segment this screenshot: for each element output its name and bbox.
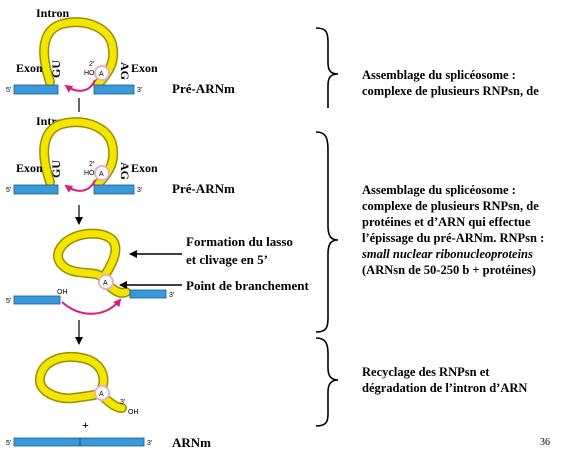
branch-point-label: Point de branchement	[186, 278, 309, 293]
three-prime: 3'	[169, 292, 174, 299]
description-bottom: Recyclage des RNPsn et dégradation de l’…	[362, 364, 527, 396]
description-middle: Assemblage du splicéosome : complexe de …	[362, 182, 544, 278]
three-prime: 3'	[147, 440, 152, 447]
description-top: Assemblage du splicéosome : complexe de …	[362, 67, 539, 99]
three-prime-label: 3'	[120, 399, 125, 406]
description-middle-line4: l’épissage du pré-ARNm. RNPsn :	[362, 231, 545, 245]
branch-point-a	[94, 385, 110, 401]
oh-label: OH	[128, 409, 139, 416]
exon-right-label: Exon	[131, 161, 158, 175]
nucleophilic-attack-arrow	[64, 79, 96, 93]
pre-mrna-label: Pré-ARNm	[172, 181, 235, 196]
description-top-line1: Assemblage du splicéosome :	[362, 68, 516, 82]
stage-3-lasso: A OH 5' 3' Formation du lasso et clivage…	[6, 228, 309, 345]
stage-1-pre-mrna: Intron Exon Exon GU AG A 2' HO 5' 3' Pré…	[6, 6, 235, 112]
branch-point-a	[94, 165, 110, 181]
mrna-label: ARNm	[172, 435, 211, 450]
ag-label: AG	[118, 62, 132, 80]
stage-4-products: A 3' OH + 5' 3' ARNm	[6, 352, 211, 450]
description-bottom-line2: dégradation de l’intron d’ARN	[362, 381, 528, 395]
nucleophilic-attack-arrow	[64, 179, 96, 193]
mature-mrna-exon-right	[79, 437, 145, 447]
description-top-line2: complexe de plusieurs RNPsn, de	[362, 84, 539, 98]
description-middle-line1: Assemblage du splicéosome :	[362, 183, 516, 197]
excised-lariat	[36, 353, 107, 402]
three-prime: 3'	[137, 187, 142, 194]
five-prime: 5'	[6, 87, 11, 94]
five-prime: 5'	[6, 298, 11, 305]
branch-a-label: A	[99, 171, 104, 178]
gu-label: GU	[49, 60, 63, 78]
lasso-label-line2: et clivage en 5’	[186, 252, 268, 267]
brace-top	[315, 27, 339, 108]
three-prime: 3'	[137, 87, 142, 94]
lasso-label-line1: Formation du lasso	[186, 234, 293, 249]
gu-label: GU	[49, 160, 63, 178]
description-middle-line2: complexe de plusieurs RNPsn, de	[362, 199, 539, 213]
ag-label: AG	[118, 162, 132, 180]
description-middle-line5: small nuclear ribonucleoproteins	[362, 247, 533, 261]
ho-label: HO	[84, 70, 95, 77]
brace-middle	[315, 131, 339, 333]
five-prime: 5'	[6, 440, 11, 447]
branch-point-a	[94, 65, 110, 81]
stage-2-pre-mrna: Intron Exon Exon GU AG A 2' HO 5' 3' Pré…	[6, 114, 235, 225]
description-middle-line6: (ARNsn de 50-250 b + protéines)	[362, 263, 536, 277]
exon-left	[13, 84, 59, 95]
exon-left-label: Exon	[16, 61, 43, 75]
page-number: 36	[540, 437, 550, 448]
branch-a-label: A	[99, 391, 104, 398]
exon-left-label: Exon	[16, 161, 43, 175]
mature-mrna-exon-left	[13, 437, 81, 447]
exon-left	[13, 295, 61, 305]
plus-sign: +	[82, 418, 89, 432]
branch-a-label: A	[103, 280, 108, 287]
prime2-label: 2'	[89, 161, 94, 168]
branch-point-a	[98, 274, 114, 290]
brace-bottom	[315, 337, 339, 427]
exon-right	[93, 184, 135, 195]
lasso-loop	[54, 230, 119, 284]
exon-right	[93, 84, 135, 95]
five-prime: 5'	[6, 187, 11, 194]
prime2-label: 2'	[89, 61, 94, 68]
description-middle-line3: protéines et d’ARN qui effectue	[362, 215, 531, 229]
pre-mrna-label: Pré-ARNm	[172, 81, 235, 96]
branch-a-label: A	[99, 71, 104, 78]
oh-label: OH	[57, 289, 68, 296]
exon-right-label: Exon	[131, 61, 158, 75]
exon-left	[13, 184, 59, 195]
exon-right	[129, 289, 167, 299]
intron-loop	[40, 118, 117, 188]
intron-label: Intron	[36, 6, 69, 20]
ligation-arrow	[61, 298, 122, 315]
ho-label: HO	[84, 170, 95, 177]
description-bottom-line1: Recyclage des RNPsn et	[362, 365, 490, 379]
